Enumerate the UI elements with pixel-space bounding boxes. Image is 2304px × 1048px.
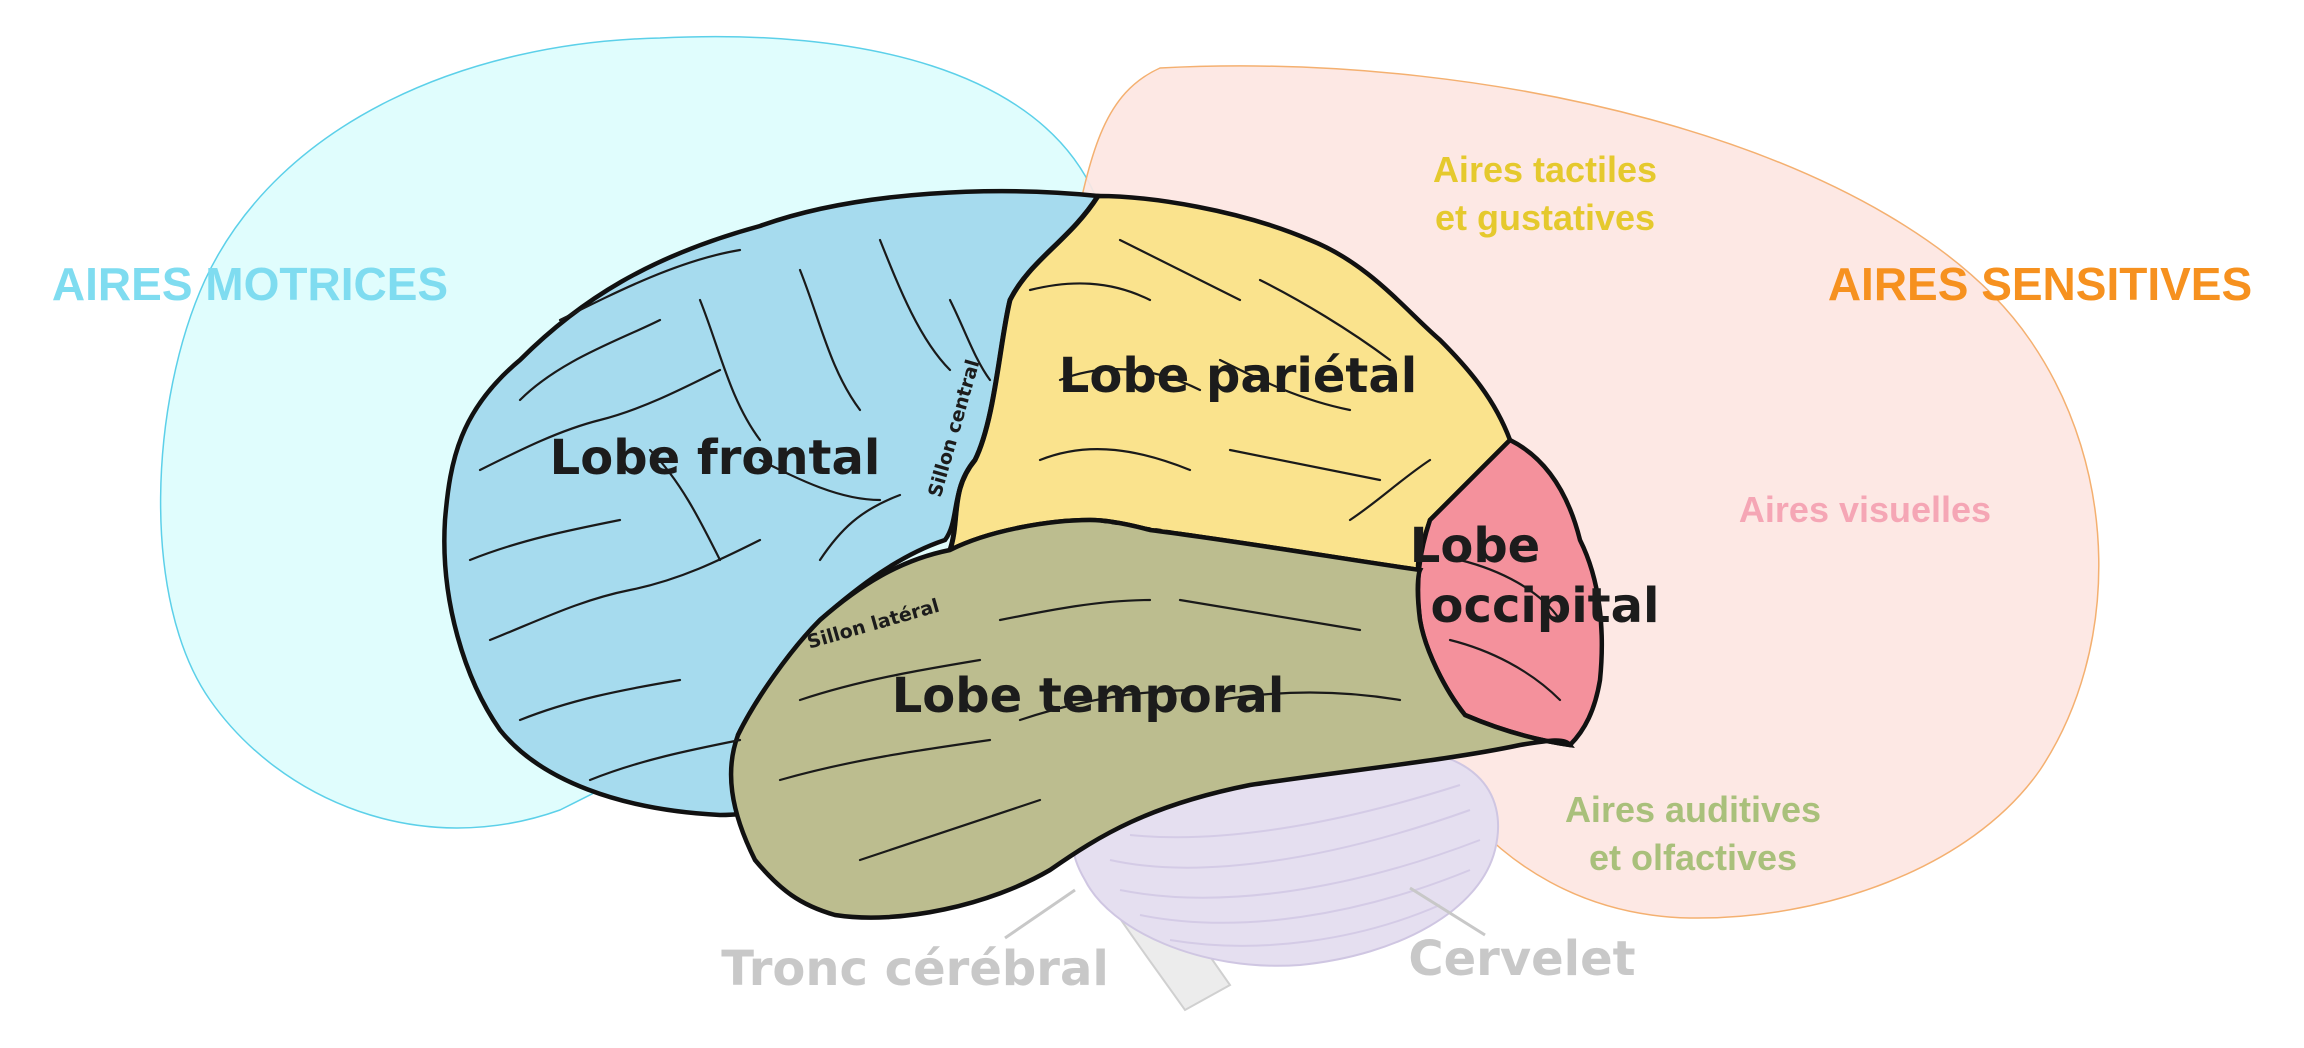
auditory-areas-label-line1: Aires auditives	[1565, 789, 1821, 830]
temporal-lobe-label: Lobe temporal	[892, 668, 1285, 724]
brainstem-label: Tronc cérébral	[721, 941, 1109, 997]
cerebellum-leader-line	[1409, 886, 1486, 937]
tactile-areas-label-line2: et gustatives	[1435, 197, 1655, 238]
auditory-areas-label-line2: et olfactives	[1589, 837, 1797, 878]
motor-areas-title: AIRES MOTRICES	[52, 258, 448, 310]
occipital-lobe-label-line1: Lobe	[1410, 518, 1540, 574]
parietal-lobe-label: Lobe pariétal	[1059, 348, 1417, 404]
cerebellum-label: Cervelet	[1408, 931, 1635, 987]
temporal-lobe-region	[728, 517, 1575, 920]
brainstem-leader-line	[1004, 888, 1076, 940]
tactile-areas-label-line1: Aires tactiles	[1433, 149, 1657, 190]
visual-areas-label: Aires visuelles	[1739, 489, 1991, 530]
frontal-lobe-label: Lobe frontal	[550, 430, 881, 486]
sensory-areas-title: AIRES SENSITIVES	[1828, 258, 2252, 310]
occipital-lobe-label-line2: occipital	[1431, 578, 1660, 634]
parietal-temporal-boundary	[1089, 518, 1421, 572]
brain-gyri	[468, 238, 1562, 862]
central-sulcus-line	[947, 194, 1101, 551]
